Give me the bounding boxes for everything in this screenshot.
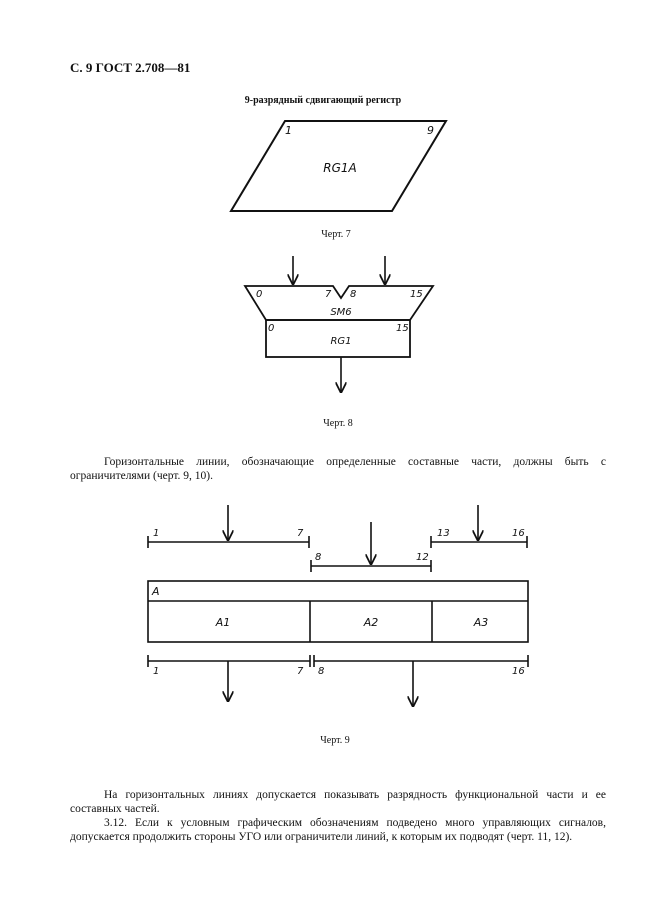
fig9-cell-a1: A1: [215, 616, 231, 629]
fig9-bottom-range-1-start: 1: [153, 666, 159, 677]
fig8-caption: Черт. 8: [323, 418, 353, 429]
fig8-label-0: 0: [256, 289, 262, 300]
fig8-rg-left: 0: [268, 323, 274, 334]
fig9-top-range-3-end: 16: [512, 528, 525, 539]
fig7-label-left: 1: [285, 124, 292, 137]
fig8-label-8: 8: [350, 289, 356, 300]
fig7-parallelogram: [229, 120, 448, 212]
fig9-box: [147, 580, 529, 643]
fig9-top-range-1-end: 7: [297, 528, 304, 539]
fig9-cell-a3: A3: [473, 616, 489, 629]
fig8-label-7: 7: [325, 289, 332, 300]
fig8-label-15: 15: [410, 289, 423, 300]
fig7-center-label: RG1A: [323, 161, 356, 175]
page-header: С. 9 ГОСТ 2.708—81: [70, 60, 191, 75]
fig8-rg-label: RG1: [330, 336, 351, 347]
fig8-sm-label: SM6: [330, 307, 351, 318]
fig9-bottom-range-2-start: 8: [318, 666, 324, 677]
fig7-register: 1 9 RG1A: [229, 120, 448, 212]
paragraph-1: Горизонтальные линии, обозначающие опред…: [70, 456, 606, 482]
fig9-caption: Черт. 9: [320, 735, 350, 746]
fig7-title: 9-разрядный сдвигающий регистр: [244, 95, 402, 106]
fig9-cell-a2: A2: [363, 616, 379, 629]
fig9-bottom-range-1-end: 7: [297, 666, 304, 677]
fig8-register-box: [265, 319, 411, 358]
fig8-adder-register: 0 7 8 15 SM6 0 15 RG1: [243, 256, 435, 392]
fig9-top-range-3-start: 13: [437, 528, 450, 539]
fig9-top-range-2-end: 12: [416, 552, 429, 563]
fig7-caption: Черт. 7: [321, 229, 351, 240]
paragraph-2: На горизонтальных линиях допускается пок…: [70, 789, 606, 815]
fig9-bottom-range-2-end: 16: [512, 666, 525, 677]
fig9-header-cell: A: [151, 585, 160, 598]
fig9-composite: 1 7 8 12 13 16 A A1 A2 A3 1 7 8 1: [147, 505, 529, 706]
fig7-label-right: 9: [427, 124, 434, 137]
fig9-top-range-2-start: 8: [315, 552, 321, 563]
paragraph-3: 3.12. Если к условным графическим обозна…: [70, 817, 606, 843]
fig8-rg-right: 15: [396, 323, 409, 334]
fig9-top-range-1-start: 1: [153, 528, 159, 539]
